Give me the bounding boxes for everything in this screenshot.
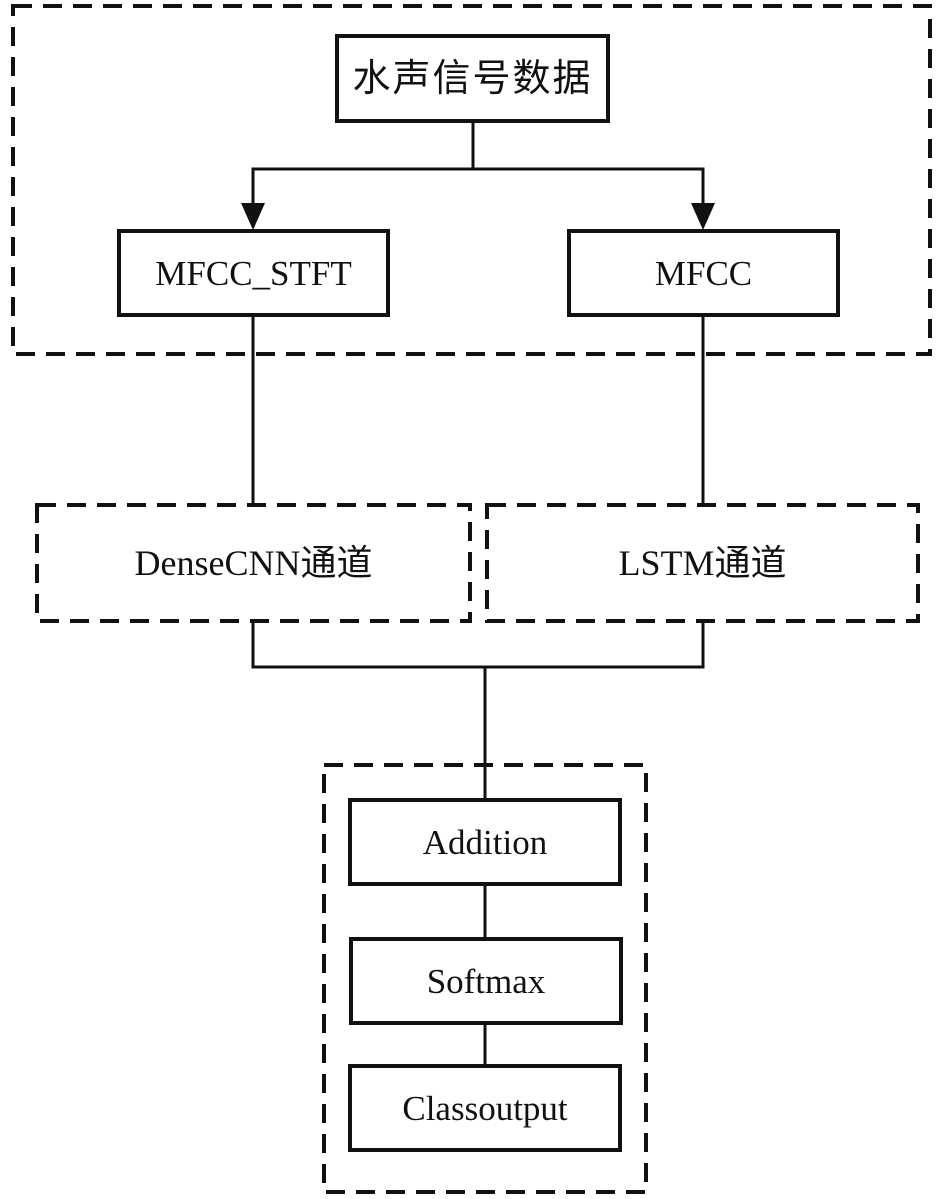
arrowhead-mfcc-stft xyxy=(241,203,265,230)
node-signal: 水声信号数据 xyxy=(335,34,610,123)
node-softmax: Softmax xyxy=(349,937,623,1025)
node-mfcc: MFCC xyxy=(567,229,840,317)
node-addition: Addition xyxy=(348,798,622,886)
node-mfcc-stft-label: MFCC_STFT xyxy=(155,253,352,293)
node-classoutput: Classoutput xyxy=(348,1064,622,1152)
node-classoutput-label: Classoutput xyxy=(402,1088,568,1128)
node-softmax-label: Softmax xyxy=(426,961,546,1001)
node-signal-label: 水声信号数据 xyxy=(352,57,593,100)
node-lstm-channel: LSTM通道 xyxy=(485,503,920,623)
node-mfcc-stft: MFCC_STFT xyxy=(117,229,390,317)
node-densecnn-channel: DenseCNN通道 xyxy=(35,503,472,623)
node-densecnn-channel-label: DenseCNN通道 xyxy=(134,543,373,583)
node-mfcc-label: MFCC xyxy=(654,253,753,293)
arrowhead-mfcc xyxy=(691,203,715,230)
node-addition-label: Addition xyxy=(422,822,548,862)
node-lstm-channel-label: LSTM通道 xyxy=(618,543,787,583)
feature-extraction-group-border xyxy=(11,4,932,356)
